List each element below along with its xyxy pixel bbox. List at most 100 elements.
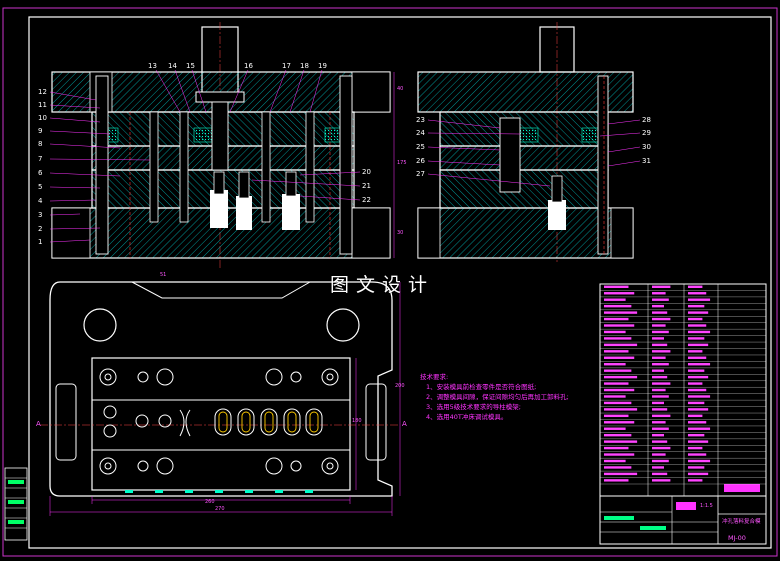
bom-cell-text <box>652 388 666 392</box>
bom-cell-text <box>688 292 707 295</box>
bom-cell-text <box>604 427 626 430</box>
bom-cell-text <box>604 311 638 314</box>
dim-plate-inner: 260 <box>205 499 215 505</box>
bom-cell-text <box>604 375 638 379</box>
callout-9: 9 <box>38 127 43 135</box>
bom-cell-text <box>652 440 668 443</box>
front-section-view <box>49 22 395 270</box>
bom-cell-text <box>652 414 671 418</box>
title-part-name: 冲孔落料复合模 <box>722 519 761 525</box>
bom-cell-text <box>688 466 705 469</box>
section-mark-right: A <box>402 420 407 428</box>
bom-cell-text <box>688 304 705 308</box>
bom-cell-text <box>652 382 671 385</box>
bom-cell-text <box>604 292 635 295</box>
dim-front-bottom: 30 <box>397 230 404 236</box>
callout-17: 17 <box>282 62 291 70</box>
bom-cell-text <box>688 311 709 314</box>
bom-cell-text <box>652 324 666 327</box>
bom-cell-text <box>604 421 635 424</box>
bom-cell-text <box>604 459 626 463</box>
note-4: 4、选用40T冲床调试模具。 <box>426 413 508 421</box>
dim-plan-inner: 180 <box>352 418 362 424</box>
bom-cell-text <box>688 382 703 385</box>
bom-cell-text <box>688 356 707 359</box>
bom-cell-text <box>688 433 705 437</box>
bom-cell-text <box>652 350 671 353</box>
callout-12: 12 <box>38 88 47 96</box>
bom-cell-text <box>604 401 632 405</box>
callout-2: 2 <box>38 225 43 233</box>
bom-cell-text <box>652 369 664 372</box>
bom-cell-text <box>604 350 629 353</box>
bom-cell-text <box>688 395 711 398</box>
dim-front-top: 40 <box>397 86 404 92</box>
title-drawing-no: MJ-00 <box>728 534 746 542</box>
bom-cell-text <box>652 317 671 321</box>
callout-6: 6 <box>38 169 43 177</box>
bom-cell-text <box>652 330 669 334</box>
title-block <box>599 484 767 545</box>
callout-29: 29 <box>642 129 651 137</box>
bom-cell-text <box>688 440 709 443</box>
callout-31: 31 <box>642 157 651 165</box>
bom-cell-text <box>688 363 711 366</box>
bom-cell-text <box>688 453 707 456</box>
callout-3: 3 <box>38 211 43 219</box>
bom-cell-text <box>688 375 709 379</box>
note-2: 2、调整模具间隙，保证间隙均匀后再加工卸料孔; <box>426 393 569 401</box>
callout-10: 10 <box>38 114 47 122</box>
callout-19: 19 <box>318 62 327 70</box>
bom-cell-text <box>652 433 664 437</box>
notes-heading: 技术要求: <box>420 373 449 381</box>
bom-cell-text <box>688 285 703 288</box>
bom-cell-text <box>652 375 668 379</box>
callout-21: 21 <box>362 182 371 190</box>
technical-notes: 技术要求: 1、安装模具前检查零件是否符合图纸; 2、调整模具间隙，保证间隙均匀… <box>420 372 569 422</box>
bom-cell-text <box>688 472 709 476</box>
bom-cell-text <box>604 363 626 366</box>
bom-cell-text <box>604 440 638 443</box>
bom-cell-text <box>652 298 669 301</box>
callout-14: 14 <box>168 62 177 70</box>
bom-cell-text <box>604 388 635 392</box>
bom-cell-text <box>688 401 705 405</box>
bom-cell-text <box>652 453 666 456</box>
bom-cell-text <box>652 343 668 347</box>
plan-view <box>40 281 401 516</box>
callout-16: 16 <box>244 62 253 70</box>
callout-30: 30 <box>642 143 651 151</box>
bom-cell-text <box>688 330 711 334</box>
bom-cell-text <box>652 446 671 450</box>
bom-cell-text <box>652 356 666 359</box>
bom-cell-text <box>688 350 703 353</box>
note-3: 3、选用5级技术要求的导柱模架; <box>426 403 521 411</box>
callout-24: 24 <box>416 129 425 137</box>
bom-cell-text <box>604 472 638 476</box>
title-scale: 1:1.5 <box>700 503 713 509</box>
watermark-text: 图文设计 <box>330 274 435 296</box>
bom-cell-text <box>688 421 707 424</box>
bom-cell-text <box>688 427 711 430</box>
callout-13: 13 <box>148 62 157 70</box>
callout-4: 4 <box>38 197 43 205</box>
bom-cell-text <box>688 479 703 482</box>
callout-20: 20 <box>362 168 371 176</box>
bom-cell-text <box>604 414 629 418</box>
bom-cell-text <box>652 466 664 469</box>
inner-frame <box>28 16 772 549</box>
callout-1: 1 <box>38 238 43 246</box>
dim-plate-outer: 270 <box>215 506 225 512</box>
bom-cell-text <box>652 421 666 424</box>
bom-cell-text <box>652 304 664 308</box>
bom-cell-text <box>688 446 703 450</box>
dim-plan-height: 200 <box>395 383 405 389</box>
left-revision-strip <box>4 467 28 541</box>
bom-cell-text <box>688 414 703 418</box>
callout-5: 5 <box>38 183 43 191</box>
callout-28: 28 <box>642 116 651 124</box>
outer-frame <box>2 7 778 557</box>
dim-front-mid: 175 <box>397 160 407 166</box>
bom-cell-text <box>652 337 664 340</box>
